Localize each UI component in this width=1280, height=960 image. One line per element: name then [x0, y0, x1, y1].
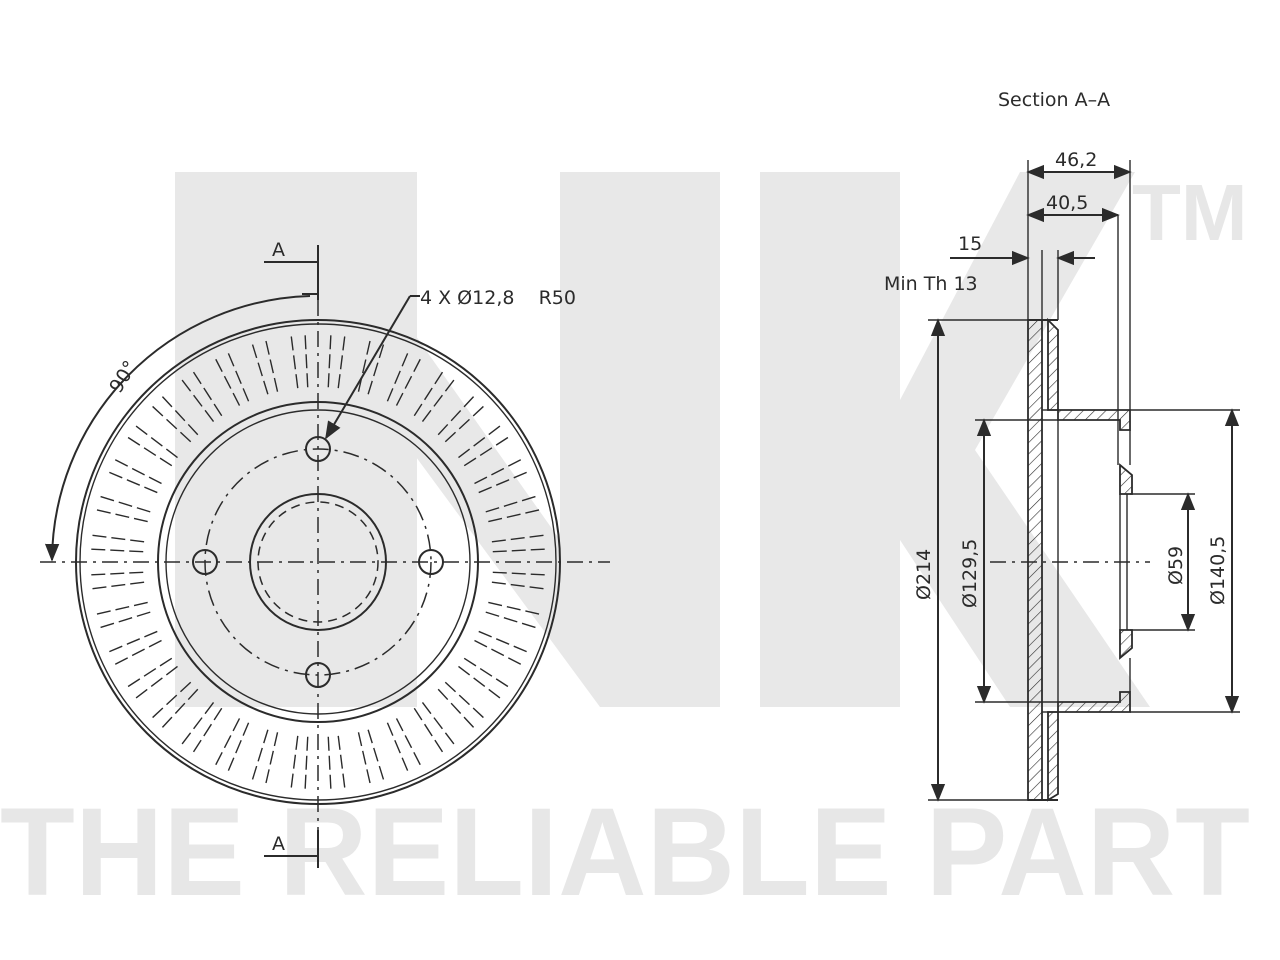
cooling-vane: [91, 534, 145, 543]
cooling-vane: [99, 611, 151, 629]
cooling-vane: [227, 352, 250, 402]
cooling-vane: [114, 458, 162, 485]
cooling-vane: [437, 688, 475, 729]
cooling-vane: [413, 707, 444, 754]
cooling-vane: [357, 339, 371, 392]
cooling-vane: [180, 702, 215, 746]
slogan-text: THE RELIABLE PART: [0, 783, 1250, 922]
cooling-vane: [99, 495, 151, 513]
section-title: Section A–A: [998, 89, 1110, 111]
cooling-vane: [395, 358, 422, 406]
cooling-vane: [290, 735, 299, 789]
cooling-vane: [134, 665, 178, 700]
cooling-vane: [463, 657, 510, 688]
trademark-mark: TM: [1132, 168, 1248, 257]
cooling-vane: [492, 548, 546, 553]
cooling-vane: [413, 370, 444, 417]
cooling-vane: [90, 548, 144, 553]
cooling-vane: [161, 395, 199, 436]
section-marker-bottom: A: [264, 830, 319, 868]
cooling-vane: [180, 378, 215, 422]
cooling-vane: [227, 722, 250, 772]
cooling-vane: [491, 534, 545, 543]
cooling-vane: [337, 335, 346, 389]
cooling-vane: [251, 729, 269, 781]
cooling-vane: [357, 732, 371, 785]
cooling-vane: [491, 581, 545, 590]
cooling-vane: [265, 339, 279, 392]
cooling-vane: [367, 729, 385, 781]
cooling-vane: [444, 681, 485, 719]
cooling-vane: [492, 571, 546, 576]
cooling-vane: [437, 395, 475, 436]
cooling-vane: [214, 718, 241, 766]
cooling-vane: [463, 436, 510, 467]
cooling-vane: [126, 657, 173, 688]
cooling-vane: [478, 471, 528, 494]
section-view: Section A–A 46,2 40,5: [884, 89, 1240, 802]
cooling-vane: [304, 736, 309, 790]
cooling-vane: [95, 509, 148, 523]
cooling-vane: [114, 639, 162, 666]
cooling-vane: [192, 370, 223, 417]
min-thickness-label: Min Th 13: [884, 273, 978, 295]
section-mark-bottom: A: [272, 833, 285, 855]
cooling-vane: [327, 736, 332, 790]
cooling-vane: [386, 352, 409, 402]
section-marker-top: A: [264, 239, 319, 300]
cooling-vane: [395, 718, 422, 766]
cooling-vane: [458, 665, 502, 700]
center-bore-label: Ø59: [1165, 546, 1187, 585]
cooling-vane: [444, 405, 485, 443]
cooling-vane: [192, 707, 223, 754]
cooling-vane: [290, 335, 299, 389]
watermark: NK TM THE RELIABLE PART: [0, 168, 1250, 922]
cooling-vane: [337, 735, 346, 789]
cooling-vane: [126, 436, 173, 467]
angle-label: 90°: [105, 357, 142, 397]
cooling-vane: [488, 509, 541, 523]
cooling-vanes: [90, 334, 546, 790]
cooling-vane: [421, 702, 456, 746]
cooling-vane: [91, 581, 145, 590]
cooling-vane: [485, 495, 537, 513]
hub-diameter-label: Ø140,5: [1207, 536, 1229, 605]
cooling-vane: [474, 458, 522, 485]
cooling-vane: [151, 405, 192, 443]
cooling-vane: [90, 571, 144, 576]
front-view: A A 4 X Ø12,8 R50 90°: [40, 239, 610, 868]
cooling-vane: [367, 343, 385, 395]
cooling-vane: [108, 471, 158, 494]
inner-diameter-label: Ø129,5: [959, 539, 981, 608]
cooling-vane: [108, 630, 158, 653]
cooling-vane: [134, 424, 178, 459]
hole-callout-text: 4 X Ø12,8 R50: [420, 287, 576, 309]
cooling-vane: [458, 424, 502, 459]
outer-diameter-label: Ø214: [913, 549, 935, 600]
overall-height-label: 46,2: [1055, 149, 1097, 171]
hole-callout: 4 X Ø12,8 R50: [325, 287, 576, 440]
cooling-vane: [304, 334, 309, 388]
bolt-holes: [192, 436, 444, 688]
cooling-vane: [161, 688, 199, 729]
cooling-vane: [421, 378, 456, 422]
cooling-vane: [265, 732, 279, 785]
cooling-vane: [214, 358, 241, 406]
cooling-vane: [327, 334, 332, 388]
cooling-vane: [151, 681, 192, 719]
cooling-vane: [478, 630, 528, 653]
cooling-vane: [95, 601, 148, 615]
cooling-vane: [386, 722, 409, 772]
cooling-vane: [485, 611, 537, 629]
hub-height-label: 40,5: [1046, 192, 1088, 214]
thickness-label: 15: [958, 233, 982, 255]
cooling-vane: [474, 639, 522, 666]
cooling-vane: [488, 601, 541, 615]
section-mark-top: A: [272, 239, 285, 261]
cooling-vane: [251, 343, 269, 395]
